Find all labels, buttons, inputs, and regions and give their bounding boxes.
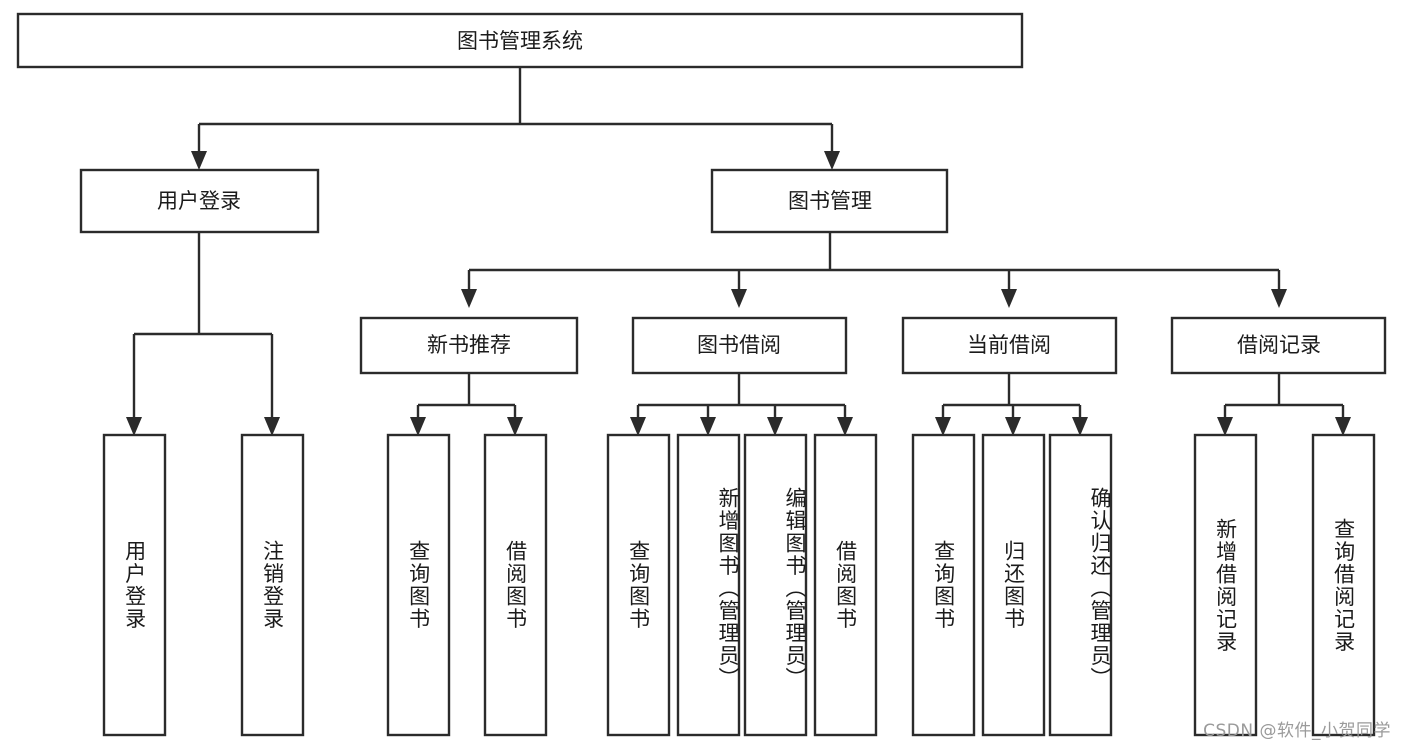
leaf-box-edit-book[interactable] xyxy=(743,433,808,737)
node-book-borrow-label: 图书借阅 xyxy=(697,333,781,357)
node-new-book-recommend[interactable]: 新书推荐 xyxy=(359,316,579,375)
leaf-box-logout-login[interactable] xyxy=(240,433,305,737)
edge-book-manage-to-level3 xyxy=(461,232,1287,308)
leaf-box-query-book-3[interactable] xyxy=(911,433,976,737)
leaf-box-confirm-return[interactable] xyxy=(1048,433,1113,737)
edge-new-book-recommend-to-leaves xyxy=(410,373,523,436)
leaf-box-borrow-book-1[interactable] xyxy=(483,433,548,737)
node-borrow-record[interactable]: 借阅记录 xyxy=(1170,316,1387,375)
edge-borrow-record-to-leaves xyxy=(1217,373,1351,436)
node-borrow-record-label: 借阅记录 xyxy=(1237,333,1321,357)
leaf-box-query-book-1[interactable] xyxy=(386,433,451,737)
csdn-watermark: CSDN @软件_小贺同学 xyxy=(1203,721,1391,741)
leaf-box-borrow-book-2[interactable] xyxy=(813,433,878,737)
node-user-login[interactable]: 用户登录 xyxy=(79,168,320,234)
leaf-box-add-book[interactable] xyxy=(676,433,741,737)
node-book-manage-label: 图书管理 xyxy=(788,189,872,213)
node-new-book-recommend-label: 新书推荐 xyxy=(427,333,511,357)
leaf-box-query-book-2[interactable] xyxy=(606,433,671,737)
leaf-box-user-login[interactable] xyxy=(102,433,167,737)
node-book-borrow[interactable]: 图书借阅 xyxy=(631,316,848,375)
node-root[interactable]: 图书管理系统 xyxy=(16,12,1024,69)
leaf-box-return-book[interactable] xyxy=(981,433,1046,737)
node-current-borrow[interactable]: 当前借阅 xyxy=(901,316,1118,375)
leaf-box-query-record[interactable] xyxy=(1311,433,1376,737)
leaf-box-add-record[interactable] xyxy=(1193,433,1258,737)
node-user-login-label: 用户登录 xyxy=(157,189,241,213)
edge-user-login-to-leaves xyxy=(126,232,280,436)
edge-root-to-level2 xyxy=(191,67,840,170)
edge-current-borrow-to-leaves xyxy=(935,373,1088,436)
node-book-manage[interactable]: 图书管理 xyxy=(710,168,949,234)
node-root-label: 图书管理系统 xyxy=(457,29,583,53)
edge-book-borrow-to-leaves xyxy=(630,373,853,436)
node-current-borrow-label: 当前借阅 xyxy=(967,333,1051,357)
